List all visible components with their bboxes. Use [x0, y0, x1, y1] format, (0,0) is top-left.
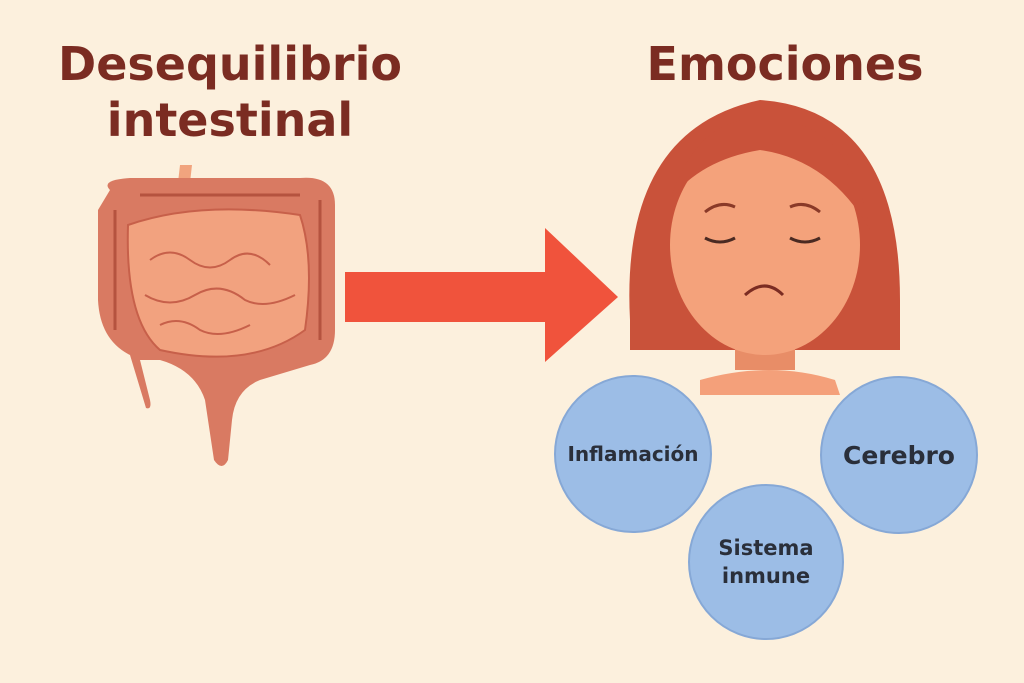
bubble-inflammation: Inflamación	[554, 375, 712, 533]
title-emotions: Emociones	[646, 37, 924, 91]
arrow-icon	[345, 228, 618, 362]
bubble-label: Inflamación	[567, 442, 699, 466]
bubble-label: Sistema inmune	[718, 536, 814, 588]
bubble-brain: Cerebro	[820, 376, 978, 534]
bubble-label: Cerebro	[843, 440, 955, 470]
intestine-icon	[98, 165, 335, 466]
sad-woman-icon	[629, 100, 900, 395]
bubble-immune-system: Sistema inmune	[688, 484, 844, 640]
title-gut-imbalance: Desequilibrio intestinal	[58, 37, 402, 147]
